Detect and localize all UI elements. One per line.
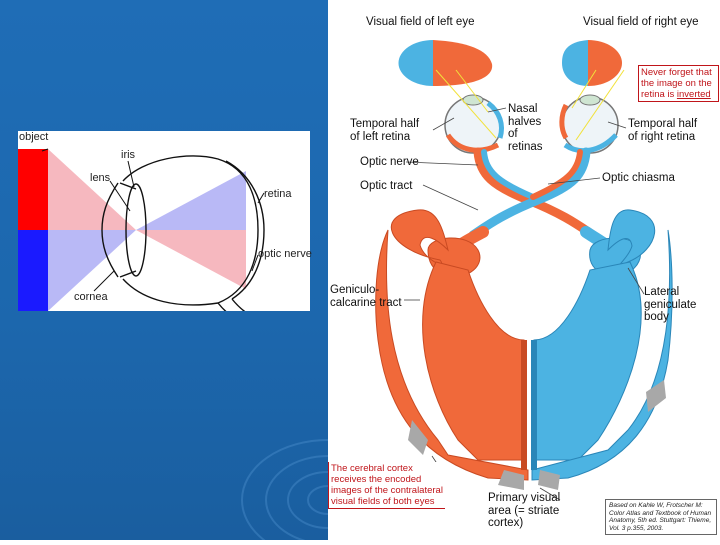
- visual-field-left: [398, 40, 493, 86]
- ripple-decoration: [241, 439, 328, 540]
- retina-curve: [225, 160, 265, 300]
- visual-field-right: [562, 40, 622, 86]
- object-bottom-blue: [18, 230, 48, 311]
- label-nasal-halves: Nasal halves of retinas: [508, 103, 543, 153]
- optic-nerve-upper: [231, 298, 259, 320]
- pointer-object: [41, 148, 49, 152]
- iris-bottom: [119, 270, 137, 278]
- object-top-red: [18, 149, 48, 230]
- label-object: object: [19, 131, 49, 143]
- label-lens: lens: [90, 172, 111, 184]
- pointer-cornea: [93, 270, 115, 292]
- label-primary-visual: Primary visual area (= striate cortex): [488, 492, 561, 529]
- right-eye: [559, 94, 619, 154]
- pointer-iris: [127, 160, 135, 188]
- optic-radiation-right: [531, 209, 673, 490]
- label-optic-tract: Optic tract: [360, 180, 413, 192]
- note-cerebral-cortex: The cerebral cortex receives the encoded…: [328, 462, 445, 509]
- visual-pathway-diagram: [375, 40, 673, 501]
- label-iris: iris: [121, 149, 136, 161]
- iris-top: [119, 182, 137, 190]
- ray-top-out: [136, 230, 246, 289]
- label-temporal-left: Temporal half of left retina: [350, 118, 420, 143]
- cornea-curve: [101, 182, 119, 278]
- pointer-retina: [257, 192, 265, 204]
- pointer-optic-nerve: [251, 254, 259, 272]
- label-optic-nerve-path: Optic nerve: [360, 156, 419, 168]
- optic-nerves: [468, 147, 598, 240]
- label-optic-nerve: optic nerve: [258, 248, 312, 260]
- label-pointers: [404, 107, 645, 501]
- note-inverted-word: inverted: [676, 89, 711, 100]
- eyeball-outline-lower: [122, 278, 219, 306]
- eye-diagram: [18, 148, 265, 322]
- eye-diagram-panel: object iris lens retina optic nerve corn…: [18, 131, 312, 322]
- left-eye: [444, 94, 504, 154]
- label-geniculo-tract: Geniculo-calcarine tract: [330, 284, 402, 309]
- light-rays: [435, 69, 625, 141]
- ray-top-in: [48, 149, 136, 230]
- lens-shape: [125, 183, 147, 277]
- label-optic-chiasma: Optic chiasma: [602, 172, 675, 184]
- label-cornea: cornea: [74, 291, 108, 303]
- label-lateral-geniculate: Lateral geniculate body: [644, 286, 697, 323]
- label-temporal-right: Temporal half of right retina: [628, 118, 698, 143]
- note-inverted: Never forget that the image on the retin…: [638, 65, 719, 102]
- pointer-lens: [109, 180, 131, 212]
- ray-bottom-in: [48, 230, 136, 311]
- note-inverted-text: Never forget that the image on the retin…: [641, 67, 712, 100]
- ray-bottom-out: [136, 171, 246, 230]
- label-retina: retina: [264, 188, 292, 200]
- credit-source: Based on Kahle W, Frotscher M: Color Atl…: [605, 499, 717, 535]
- title-right-eye: Visual field of right eye: [583, 16, 699, 28]
- visual-pathway-panel: Visual field of left eye Visual field of…: [328, 0, 720, 540]
- optic-radiation-left: [375, 209, 529, 490]
- title-left-eye: Visual field of left eye: [366, 16, 475, 28]
- eyeball-outline: [122, 155, 259, 304]
